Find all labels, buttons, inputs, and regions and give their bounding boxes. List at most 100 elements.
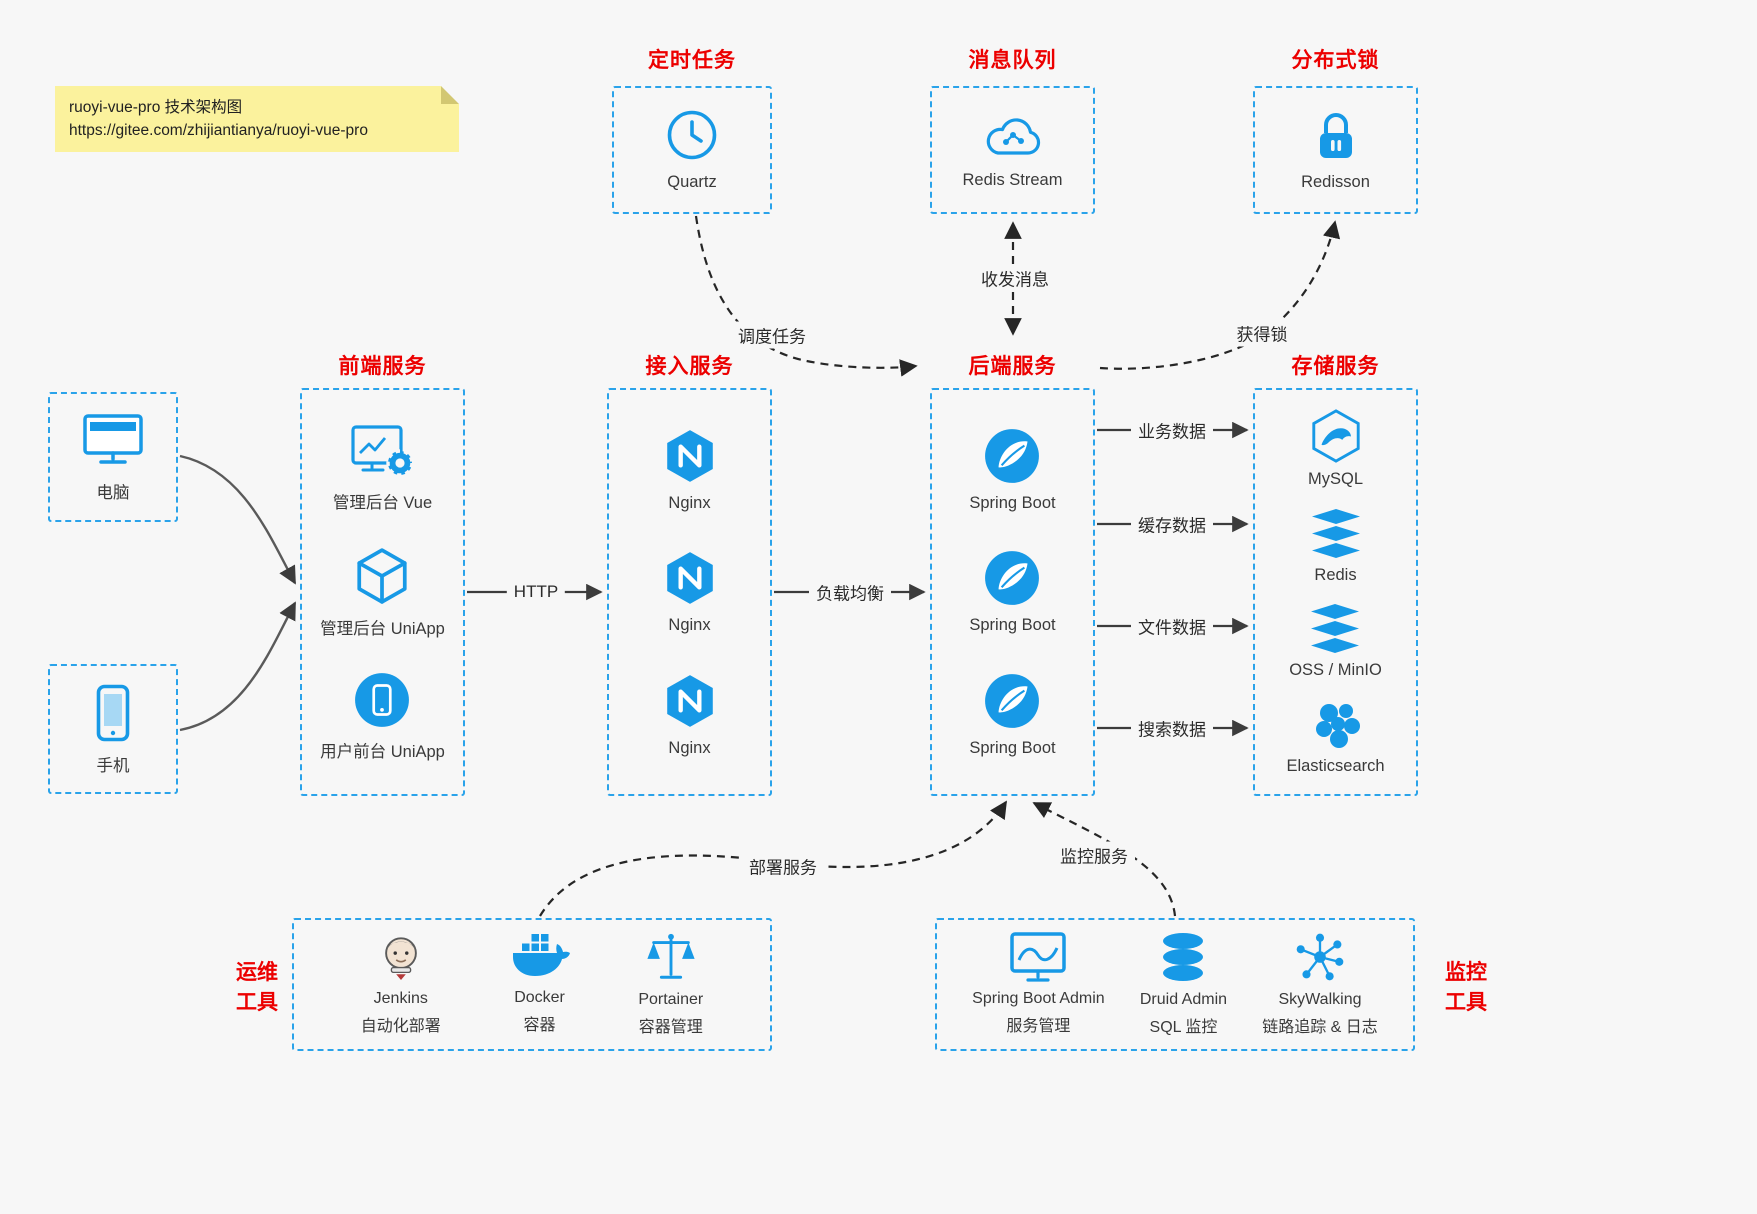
network-nodes-icon <box>1296 933 1344 980</box>
edge-label-schedule: 调度任务 <box>731 321 813 349</box>
group-access: Nginx Nginx Nginx <box>607 388 772 796</box>
group-title-message-queue: 消息队列 <box>968 49 1057 72</box>
clock-icon <box>667 110 717 160</box>
node-elasticsearch: Elasticsearch <box>1286 699 1385 776</box>
lock-icon <box>1319 113 1352 158</box>
group-backend: Spring Boot Spring Boot Spring Boot <box>930 388 1095 796</box>
edge-label-file-data: 文件数据 <box>1131 612 1213 640</box>
mobile-circle-icon <box>355 672 410 727</box>
spring-icon <box>985 428 1040 483</box>
group-title-frontend: 前端服务 <box>338 355 427 378</box>
group-ops-tools: Jenkins 自动化部署 Docker 容器 <box>292 918 772 1051</box>
node-druid: Druid Admin SQL 监控 <box>1140 930 1227 1040</box>
computer-icon <box>83 414 143 464</box>
jenkins-icon <box>384 936 417 980</box>
node-user-uniapp: 用户前台 UniApp <box>320 671 445 762</box>
node-label-springboot-1: Spring Boot <box>969 493 1056 512</box>
redis-stack-icon <box>1311 508 1360 558</box>
elasticsearch-icon <box>1315 703 1360 748</box>
client-label-pc: 电脑 <box>96 484 130 502</box>
node-jenkins: Jenkins 自动化部署 <box>361 931 441 1039</box>
arrow-acquire-lock <box>1099 220 1341 370</box>
node-label-nginx-3: Nginx <box>668 738 711 757</box>
node-skywalking: SkyWalking 链路追踪 & 日志 <box>1262 930 1378 1040</box>
node-label-redisson: Redisson <box>1301 173 1370 191</box>
ops-label-docker-line2: 容器 <box>523 1016 556 1034</box>
mon-label-druid-line1: Druid Admin <box>1139 990 1228 1008</box>
arrow-pc-to-frontend <box>179 454 297 585</box>
arrow-phone-to-frontend <box>179 601 297 732</box>
ops-label-portainer-line2: 容器管理 <box>638 1018 703 1036</box>
node-nginx-2: Nginx <box>661 549 719 635</box>
monitor-chart-icon <box>1010 931 1067 982</box>
spring-icon <box>985 673 1040 728</box>
group-monitoring-tools: Spring Boot Admin 服务管理 Druid Admin SQL 监… <box>935 918 1415 1051</box>
node-redis: Redis <box>1307 508 1365 585</box>
group-title-scheduled-tasks: 定时任务 <box>648 49 736 72</box>
node-springboot-1: Spring Boot <box>969 427 1056 513</box>
node-label-oss-minio: OSS / MinIO <box>1289 661 1382 680</box>
monitoring-side-line2: 工具 <box>1445 991 1487 1014</box>
client-label-phone: 手机 <box>96 756 130 775</box>
client-pc: 电脑 <box>48 392 178 522</box>
mon-label-skywalking-line2: 链路追踪 & 日志 <box>1262 1018 1378 1036</box>
node-admin-vue: 管理后台 Vue <box>333 422 432 513</box>
client-phone: 手机 <box>48 664 178 794</box>
mon-label-sbadmin-line2: 服务管理 <box>1006 1017 1071 1035</box>
node-label-redis: Redis <box>1314 565 1357 584</box>
monitoring-side-label: 监控 工具 <box>1437 958 1495 1018</box>
group-scheduled-tasks: Quartz <box>612 86 772 214</box>
node-label-springboot-2: Spring Boot <box>969 616 1056 634</box>
edge-label-business-data: 业务数据 <box>1131 416 1213 444</box>
ops-side-line2: 工具 <box>236 991 278 1014</box>
node-springboot-3: Spring Boot <box>969 672 1056 758</box>
node-label-nginx-1: Nginx <box>668 493 711 512</box>
group-title-distributed-lock: 分布式锁 <box>1291 49 1380 72</box>
cloud-network-icon <box>986 118 1040 155</box>
node-nginx-3: Nginx <box>661 672 719 758</box>
ops-label-docker-line1: Docker <box>514 988 565 1006</box>
ops-label-jenkins-line1: Jenkins <box>373 989 428 1007</box>
docker-icon <box>512 933 570 976</box>
database-icon <box>1163 932 1204 981</box>
group-frontend: 管理后台 Vue 管理后台 UniApp 用户前台 UniApp <box>300 388 465 796</box>
nginx-icon <box>666 552 713 604</box>
node-nginx-1: Nginx <box>661 427 719 513</box>
group-title-access: 接入服务 <box>645 355 734 378</box>
note-url: https://gitee.com/zhijiantianya/ruoyi-vu… <box>69 122 368 139</box>
node-label-mysql: MySQL <box>1307 470 1363 489</box>
spring-icon <box>985 551 1040 605</box>
nginx-icon <box>666 674 713 727</box>
edge-label-http: HTTP <box>506 581 566 603</box>
node-label-redis-stream: Redis Stream <box>962 171 1063 189</box>
sticky-note: ruoyi-vue-pro 技术架构图 https://gitee.com/zh… <box>55 86 459 152</box>
edge-label-search-data: 搜索数据 <box>1131 714 1213 742</box>
edge-label-messaging: 收发消息 <box>974 264 1056 292</box>
mon-label-druid-line2: SQL 监控 <box>1149 1018 1218 1036</box>
group-distributed-lock: Redisson <box>1253 86 1418 214</box>
edge-label-lock: 获得锁 <box>1229 319 1295 347</box>
node-springboot-admin: Spring Boot Admin 服务管理 <box>972 931 1105 1039</box>
note-title: ruoyi-vue-pro 技术架构图 <box>69 99 243 116</box>
node-label-nginx-2: Nginx <box>668 616 711 634</box>
mysql-icon <box>1311 409 1360 464</box>
edge-label-monitor: 监控服务 <box>1053 841 1135 869</box>
node-portainer: Portainer 容器管理 <box>638 930 703 1040</box>
node-oss-minio: OSS / MinIO <box>1289 603 1382 680</box>
group-title-storage: 存储服务 <box>1291 355 1380 378</box>
node-label-quartz: Quartz <box>667 173 717 191</box>
cube-icon <box>357 547 408 604</box>
node-springboot-2: Spring Boot <box>969 549 1056 635</box>
node-label-admin-vue: 管理后台 Vue <box>332 494 433 513</box>
node-docker: Docker 容器 <box>508 932 572 1038</box>
node-label-admin-uniapp: 管理后台 UniApp <box>320 619 445 638</box>
node-label-elasticsearch: Elasticsearch <box>1286 756 1385 775</box>
edge-label-load-balance: 负载均衡 <box>809 578 891 606</box>
group-message-queue: Redis Stream <box>930 86 1095 214</box>
monitoring-side-line1: 监控 <box>1445 961 1487 984</box>
node-admin-uniapp: 管理后台 UniApp <box>320 546 445 639</box>
nginx-icon <box>666 429 713 482</box>
mon-label-sbadmin-line1: Spring Boot Admin <box>972 989 1105 1007</box>
